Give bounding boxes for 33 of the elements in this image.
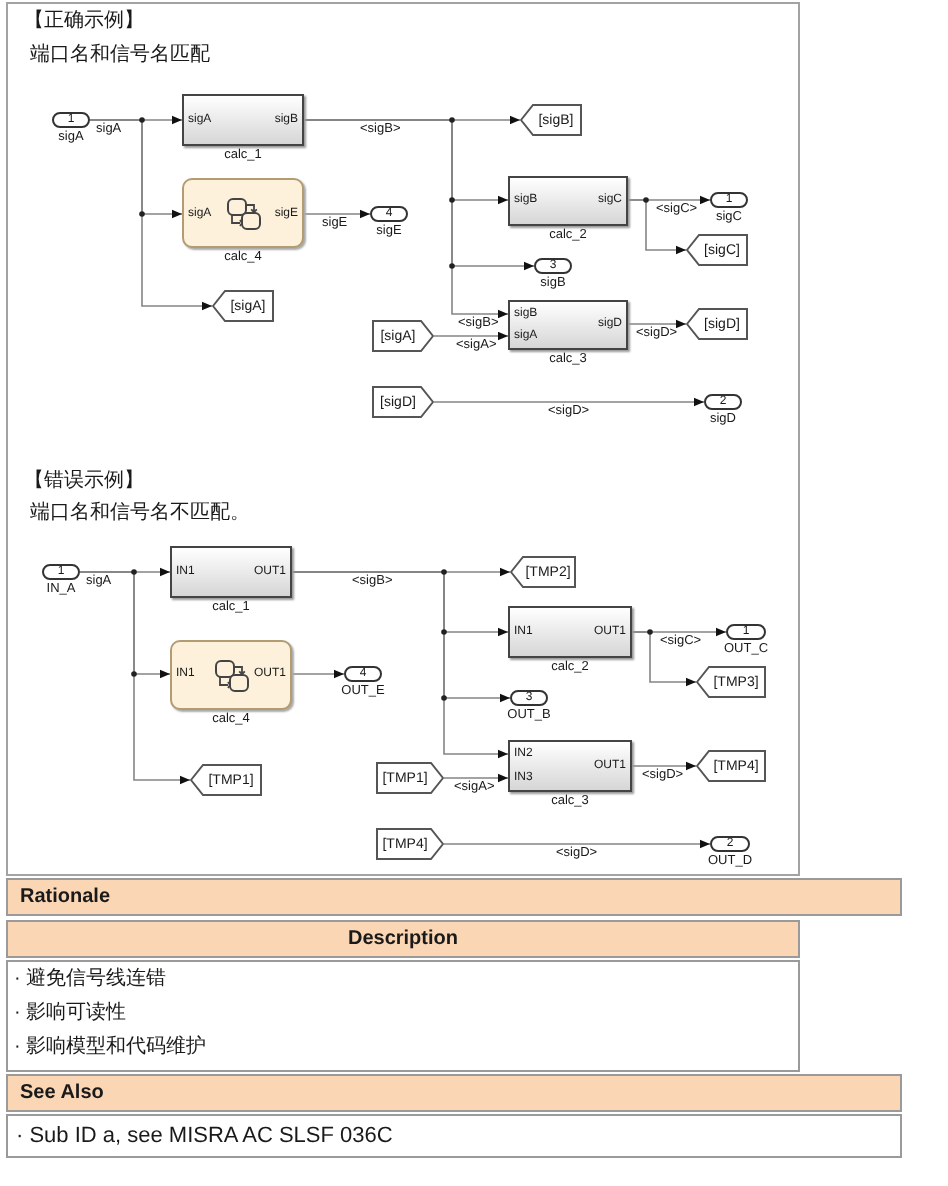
subsystem-block — [182, 94, 304, 146]
signal-line — [303, 209, 371, 219]
signal-line — [291, 571, 509, 759]
section-subheading: 端口名和信号名不匹配。 — [30, 504, 250, 524]
list-item: · 影响可读性 — [14, 1004, 127, 1024]
section-subheading: 端口名和信号名匹配 — [30, 46, 210, 66]
subsystem-block — [508, 740, 632, 792]
table-header: Description — [6, 920, 800, 958]
signal-line — [79, 571, 191, 785]
signal-line — [433, 331, 509, 341]
signal-line — [631, 631, 697, 687]
signal-line — [443, 773, 509, 783]
table-header: See Also — [6, 1074, 902, 1112]
signal-line — [303, 119, 509, 319]
signal-line — [627, 319, 687, 329]
signal-line — [443, 839, 711, 849]
subsystem-block — [170, 546, 292, 598]
chart-block — [182, 178, 304, 248]
signal-line — [627, 199, 687, 255]
signal-line — [291, 669, 345, 679]
subsystem-block — [508, 176, 628, 226]
chart-block — [170, 640, 292, 710]
section-heading: 【错误示例】 — [24, 472, 144, 492]
subsystem-block — [508, 300, 628, 350]
table-header: Rationale — [6, 878, 902, 916]
subsystem-block — [508, 606, 632, 658]
reference-row: · Sub ID a, see MISRA AC SLSF 036C — [6, 1114, 902, 1158]
section-heading: 【正确示例】 — [24, 12, 144, 32]
signal-line — [631, 761, 697, 771]
signal-line — [433, 397, 705, 407]
signal-line — [89, 119, 213, 311]
list-item: · 影响模型和代码维护 — [14, 1038, 207, 1058]
list-item: · 避免信号线连错 — [14, 970, 167, 990]
